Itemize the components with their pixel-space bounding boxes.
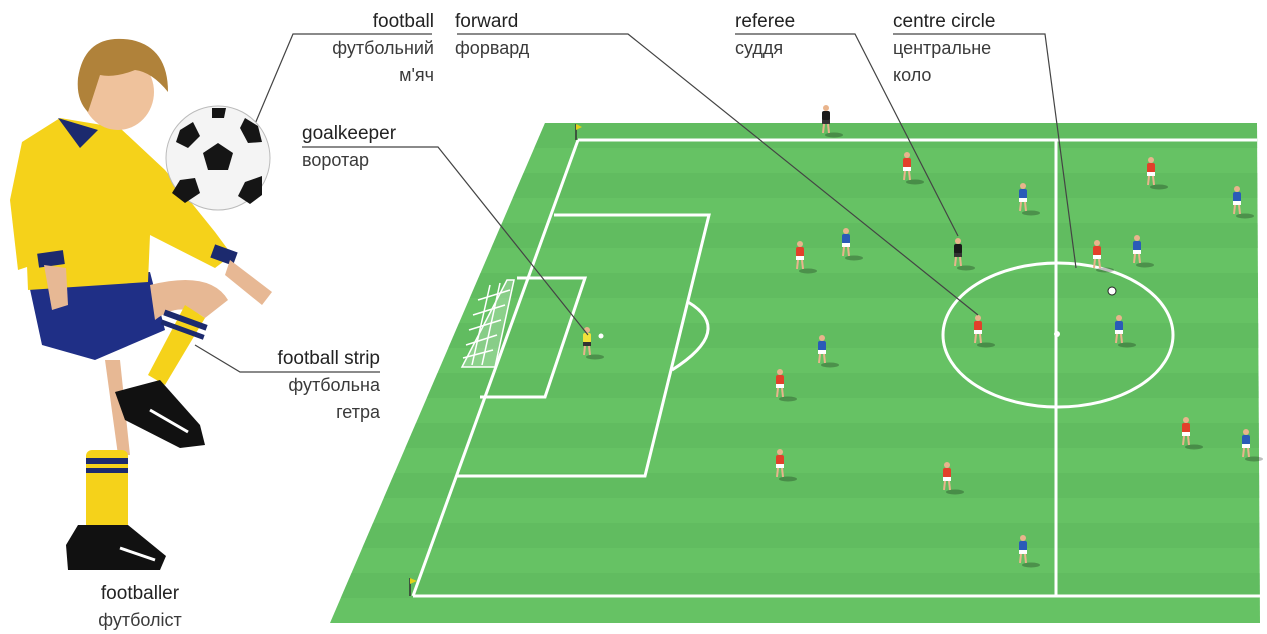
label-forward-uk: форвард xyxy=(455,35,529,62)
label-centre-circle-uk-1: центральне xyxy=(893,35,995,62)
label-forward-en: forward xyxy=(455,8,529,35)
label-footballer-en: footballer xyxy=(60,580,220,607)
label-football-strip-uk-2: гетра xyxy=(278,399,380,426)
label-footballer: footballer футболіст xyxy=(60,580,220,634)
label-referee-en: referee xyxy=(735,8,795,35)
label-centre-circle-uk-2: коло xyxy=(893,62,995,89)
label-footballer-uk: футболіст xyxy=(60,607,220,634)
label-referee-uk: суддя xyxy=(735,35,795,62)
football-pitch xyxy=(300,123,1267,623)
label-football-uk-1: футбольний xyxy=(332,35,434,62)
label-centre-circle-en: centre circle xyxy=(893,8,995,35)
label-goalkeeper-uk: воротар xyxy=(302,147,396,174)
label-referee: referee суддя xyxy=(735,8,795,62)
label-football-strip: football strip футбольна гетра xyxy=(278,345,380,426)
label-football: football футбольний м'яч xyxy=(332,8,434,89)
label-centre-circle: centre circle центральне коло xyxy=(893,8,995,89)
match-ball xyxy=(1108,287,1116,295)
label-forward: forward форвард xyxy=(455,8,529,62)
boot-raised xyxy=(115,380,205,448)
label-goalkeeper-en: goalkeeper xyxy=(302,120,396,147)
label-football-strip-en: football strip xyxy=(278,345,380,372)
label-football-strip-uk-1: футбольна xyxy=(278,372,380,399)
football-ball xyxy=(166,106,270,210)
label-football-uk-2: м'яч xyxy=(332,62,434,89)
label-goalkeeper: goalkeeper воротар xyxy=(302,120,396,174)
label-football-en: football xyxy=(332,8,434,35)
boot-standing xyxy=(66,525,166,570)
